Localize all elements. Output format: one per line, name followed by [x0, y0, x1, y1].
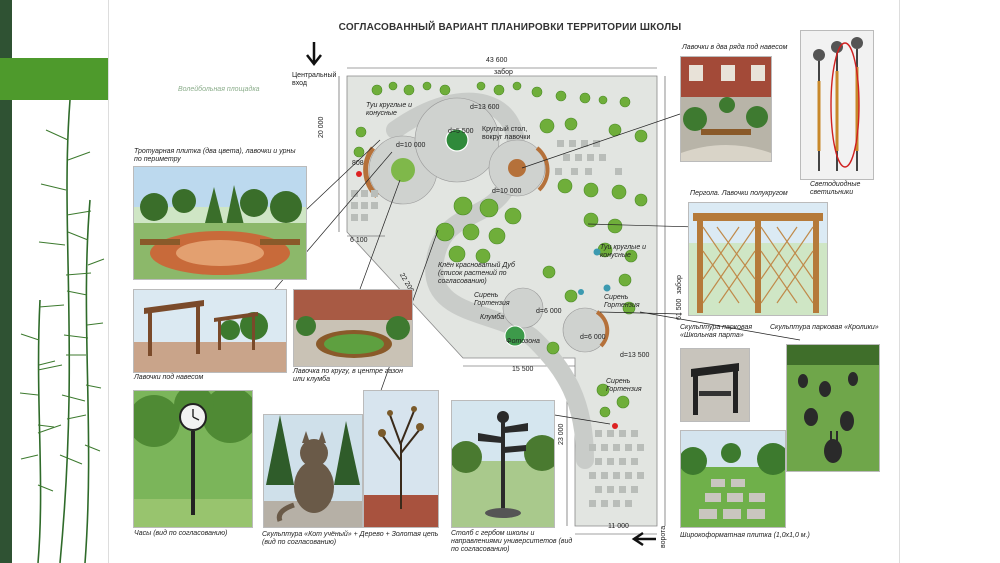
caption-cat: Скульптура «Кот учёный» + Дерево + Золот…	[262, 531, 439, 546]
circle-d6000-a: d=6 000	[536, 308, 562, 315]
plaza-d6000-a	[502, 287, 544, 329]
gate-arrow-icon	[631, 531, 656, 547]
lilac-label-3: Сирень Гортензия	[606, 378, 642, 393]
photo-rabbits	[786, 344, 880, 472]
dim-bottom: 11 000	[608, 523, 629, 530]
entrance-arrow-icon	[306, 42, 322, 67]
caption-round-bench: Лавочка по кругу, в центре газон или клу…	[293, 368, 403, 383]
accent-bar	[0, 58, 108, 100]
caption-pergola: Пергола. Лавочки полукругом	[690, 190, 788, 197]
photozone-label: Фотозона	[506, 338, 540, 345]
photo-desk	[680, 348, 750, 422]
caption-paving: Тротуарная плитка (два цвета), лавочки и…	[134, 148, 296, 163]
caption-benches-row: Лавочки в два ряда под навесом	[682, 44, 788, 51]
photo-cat	[263, 414, 363, 528]
fern-decoration	[19, 99, 105, 563]
caption-shelter: Лавочки под навесом	[134, 374, 204, 381]
circle-d13600: d=13 600	[470, 104, 500, 111]
dim-left-small: 6 100	[350, 237, 368, 244]
caption-desk: Скульптура парковая «Школьная парта»	[680, 324, 753, 339]
photo-lights	[800, 30, 874, 180]
photo-clock	[133, 390, 253, 528]
caption-pillar: Столб с гербом школы и направлениями уни…	[451, 530, 573, 553]
photo-tree-sculpture	[363, 390, 439, 528]
photo-pillar	[451, 400, 555, 528]
site-plan	[338, 67, 666, 535]
photo-benches-row	[680, 56, 772, 162]
photo-tiles	[680, 430, 786, 528]
caption-lights: Светодиодные светильники	[810, 181, 861, 196]
oak-label: Клён красноватый Дуб (список растений по…	[438, 262, 515, 285]
lilac-label-1: Сирень Гортензия	[474, 292, 510, 307]
flowerbed-label: Клумба	[480, 314, 505, 321]
thuja-top-label: Туи круглые и конусные	[366, 102, 413, 117]
lilac-label-2: Сирень Гортензия	[604, 294, 640, 309]
photo-shelter	[133, 289, 287, 373]
dim-808: 808	[352, 160, 364, 167]
sidebar-stripe	[0, 0, 12, 563]
circle-d10000-right: d=10 000	[492, 188, 522, 195]
caption-rabbits: Скульптура парковая «Кролики»	[770, 324, 879, 331]
circle-d5500: d=5 500	[448, 128, 474, 135]
photo-paving	[133, 166, 307, 280]
circle-d13500: d=13 500	[620, 352, 650, 359]
dim-bottom-mid: 15 500	[512, 366, 534, 373]
caption-tiles: Широкоформатная плитка (1,0х1,0 м.)	[680, 532, 810, 539]
volleyball-label: Волейбольная площадка	[178, 86, 260, 93]
photo-round-bench	[293, 289, 413, 367]
round-table-label: Круглый стол, вокруг лавочки	[482, 126, 531, 141]
page-title: СОГЛАСОВАННЫЙ ВАРИАНТ ПЛАНИРОВКИ ТЕРРИТО…	[338, 22, 682, 33]
entrance-label: Центральный вход	[292, 72, 337, 87]
dim-top: 43 600	[486, 57, 508, 64]
flowerbed	[504, 325, 526, 347]
photo-pergola	[688, 202, 828, 316]
main-path	[386, 92, 594, 469]
thuja-mid-label: Туи круглые и конусные	[600, 244, 647, 259]
caption-clock: Часы (вид по согласованию)	[134, 530, 228, 537]
circle-d6000-b: d=6 000	[580, 334, 606, 341]
fence-top-label: забор	[494, 69, 513, 76]
circle-d10000-left: d=10 000	[396, 142, 426, 149]
